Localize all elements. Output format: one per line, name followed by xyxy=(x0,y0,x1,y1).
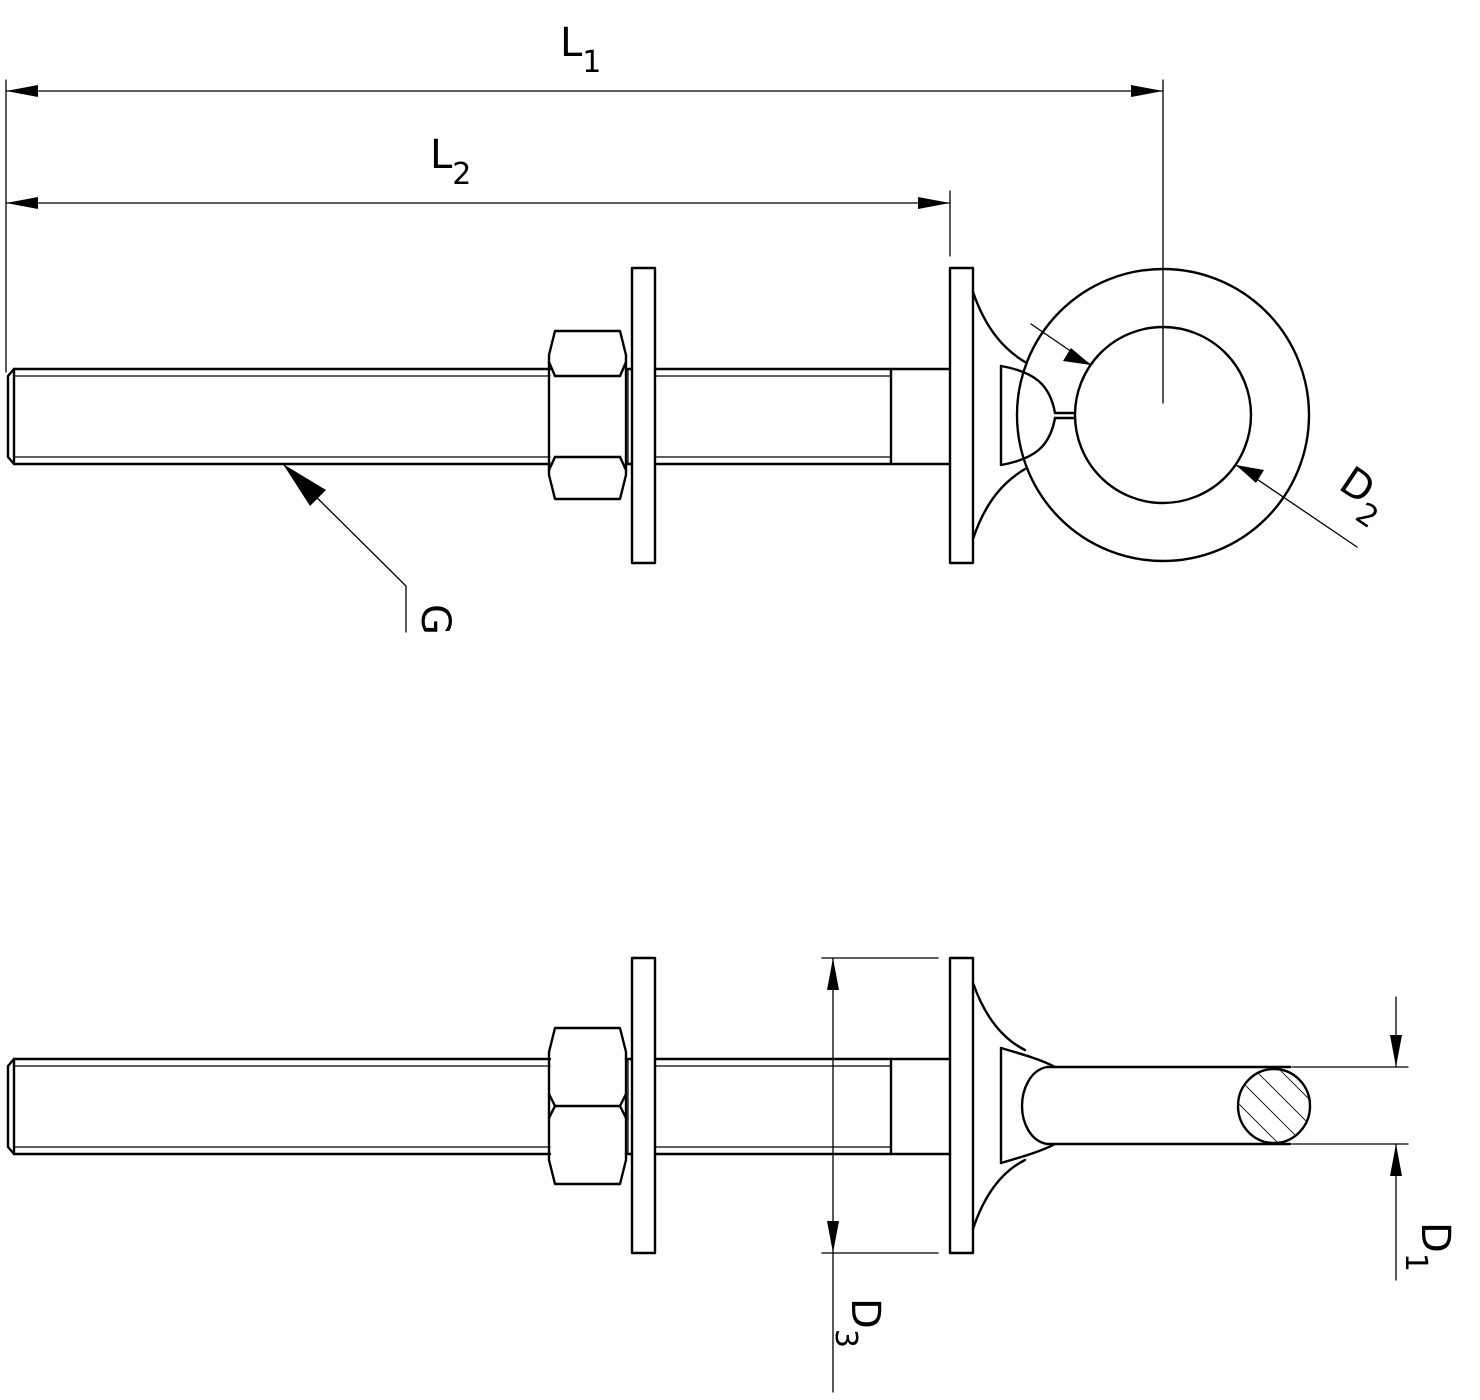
label-G: G xyxy=(412,604,458,635)
label-L2: L2 xyxy=(430,132,471,192)
dimension-L2: L2 xyxy=(5,132,951,257)
eye-ring-side xyxy=(1020,1065,1312,1146)
label-L1: L1 xyxy=(560,20,601,80)
dimension-D1: D1 xyxy=(1291,996,1458,1281)
side-view: D3 D1 xyxy=(6,956,1458,1393)
label-D2: D2 xyxy=(1324,458,1399,536)
hex-nut xyxy=(547,329,629,501)
threaded-rod-side xyxy=(6,1057,952,1156)
eye-neck xyxy=(971,290,1076,541)
threaded-rod xyxy=(6,367,952,466)
dimension-D2: D2 xyxy=(1030,323,1399,548)
leader-G: G xyxy=(282,463,458,635)
dimension-L1: L1 xyxy=(5,20,1164,373)
washer xyxy=(630,266,657,565)
flange-plate xyxy=(948,266,975,565)
label-D1: D1 xyxy=(1398,1222,1458,1272)
top-view: L1 L2 G D2 xyxy=(5,20,1399,635)
eye-neck-side xyxy=(971,981,1057,1231)
flange-plate-side xyxy=(948,956,975,1255)
label-D3: D3 xyxy=(828,1298,888,1348)
washer-side xyxy=(630,956,657,1255)
hex-nut-side xyxy=(547,1026,629,1186)
dimension-D3: D3 xyxy=(821,957,939,1393)
